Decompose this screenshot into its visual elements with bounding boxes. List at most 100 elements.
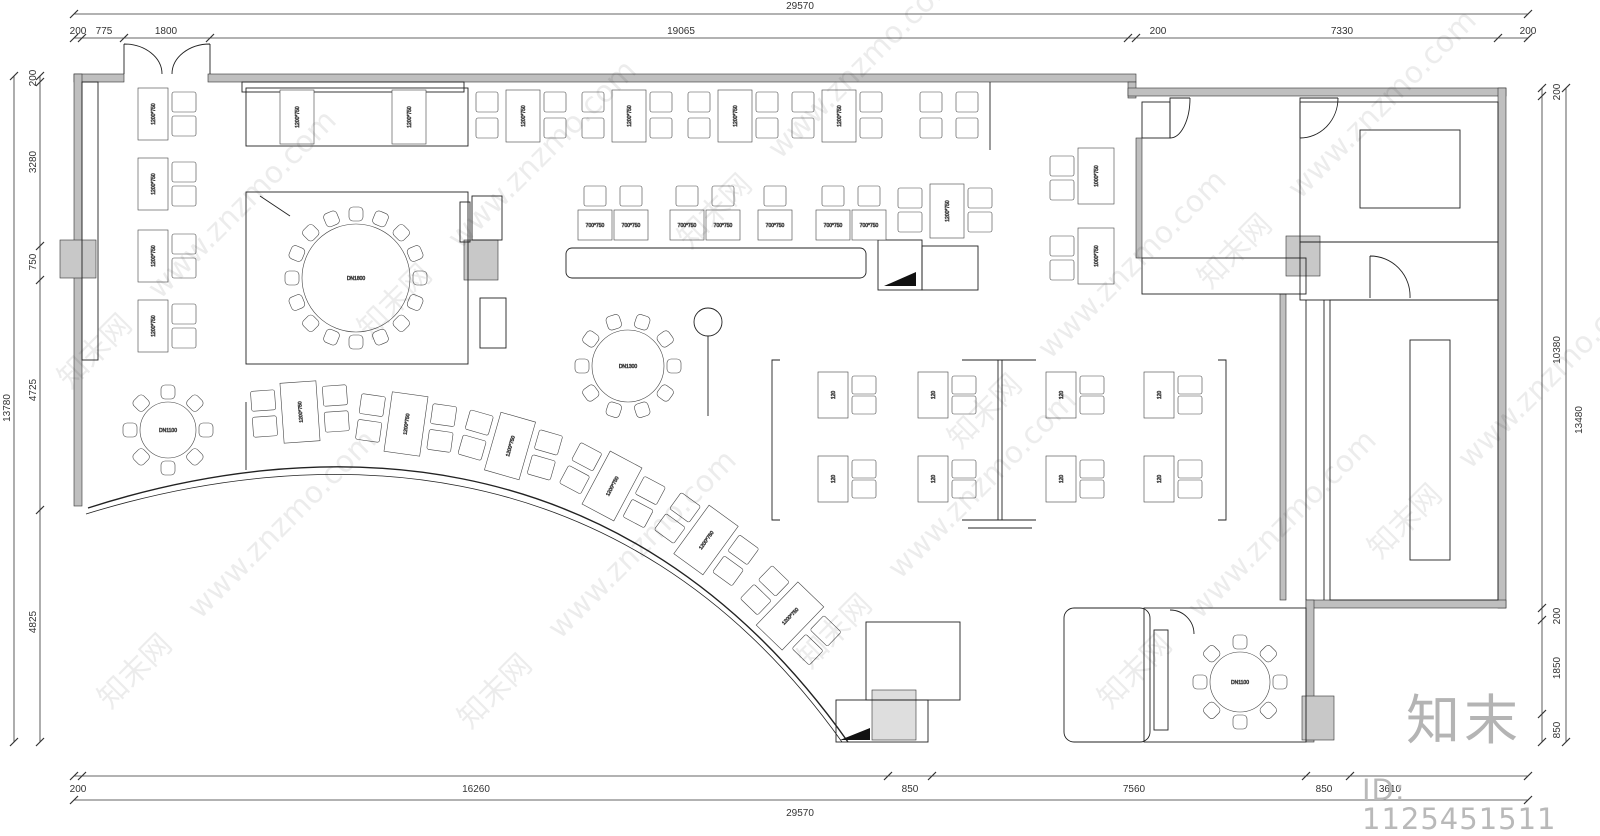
watermark-id: ID: 1125451511 bbox=[1362, 773, 1557, 836]
chair bbox=[711, 185, 735, 207]
table-size-label: 1200*750 bbox=[297, 401, 304, 423]
watermark-text: www.znzmo.com bbox=[1451, 273, 1600, 476]
chair bbox=[302, 224, 320, 242]
chair bbox=[543, 91, 567, 113]
chair bbox=[687, 117, 711, 139]
chair bbox=[1079, 395, 1105, 415]
dimension-tick bbox=[1537, 91, 1547, 101]
chair bbox=[810, 615, 841, 646]
dimension-tick bbox=[1537, 83, 1547, 93]
rect-table bbox=[577, 209, 613, 241]
round-table bbox=[1209, 651, 1271, 713]
curved-table-group: 1200*750 bbox=[559, 442, 666, 528]
dimension-right-seg: 1850 bbox=[1552, 656, 1563, 679]
dimension-ticks bbox=[9, 9, 1571, 805]
rect-table bbox=[391, 89, 427, 145]
chair bbox=[392, 314, 410, 332]
chair bbox=[250, 389, 276, 412]
chair bbox=[284, 270, 300, 286]
rect-table bbox=[755, 581, 825, 651]
chair bbox=[951, 459, 977, 479]
rect-table bbox=[137, 229, 169, 283]
chair bbox=[426, 429, 454, 453]
chair bbox=[763, 185, 787, 207]
chair bbox=[758, 565, 789, 596]
table-size-label: 1200*750 bbox=[521, 105, 527, 127]
chair bbox=[670, 492, 701, 523]
dimension-bottom-seg: 200 bbox=[70, 784, 87, 795]
chair bbox=[430, 403, 457, 427]
chair bbox=[649, 117, 673, 139]
table-size-label: DN1100 bbox=[159, 428, 177, 434]
chair bbox=[1192, 674, 1208, 690]
table-size-label: 120 bbox=[831, 391, 837, 400]
chair bbox=[198, 422, 214, 438]
round-table bbox=[301, 223, 411, 333]
rect-table bbox=[817, 371, 849, 419]
dimension-tick bbox=[1537, 615, 1547, 625]
chair bbox=[171, 327, 197, 349]
watermark-logo: 知末网 bbox=[1361, 477, 1449, 565]
watermark-brand: 知末 bbox=[1406, 689, 1522, 752]
chair bbox=[322, 384, 348, 407]
chair bbox=[543, 117, 567, 139]
curved-table-group: 1200*750 bbox=[740, 565, 841, 665]
rect-table bbox=[821, 89, 857, 143]
dimension-tick bbox=[927, 771, 937, 781]
watermark-logo: 知末网 bbox=[451, 647, 539, 735]
chair bbox=[1232, 634, 1248, 650]
dimension-top-seg: 1800 bbox=[155, 26, 178, 37]
rect-table bbox=[613, 209, 649, 241]
table-size-label: 1200*750 bbox=[627, 105, 633, 127]
chair bbox=[372, 328, 389, 346]
chair bbox=[851, 459, 877, 479]
chair bbox=[919, 117, 943, 139]
watermark-logo: 知末网 bbox=[91, 627, 179, 715]
dimension-tick bbox=[205, 33, 215, 43]
dimension-tick bbox=[1537, 709, 1547, 719]
chair bbox=[859, 117, 883, 139]
table-size-label: 1200*750 bbox=[151, 315, 157, 337]
doors bbox=[123, 43, 1411, 635]
chair bbox=[475, 91, 499, 113]
rect-table bbox=[611, 89, 647, 143]
table-size-label: 700*750 bbox=[678, 223, 697, 229]
dimension-tick bbox=[1493, 33, 1503, 43]
rect-table bbox=[705, 209, 741, 241]
curved-table-group: 1200*750 bbox=[355, 391, 457, 457]
table-size-label: 120 bbox=[931, 391, 937, 400]
chair bbox=[605, 401, 622, 418]
round-table bbox=[139, 401, 197, 459]
chair bbox=[857, 185, 881, 207]
chair bbox=[951, 479, 977, 499]
chair bbox=[132, 394, 150, 412]
chair bbox=[1177, 395, 1203, 415]
rect-table bbox=[1077, 147, 1115, 205]
dimension-top-seg: 200 bbox=[70, 26, 87, 37]
chair bbox=[897, 211, 923, 233]
dimension-tick bbox=[35, 275, 45, 285]
chair bbox=[581, 117, 605, 139]
chair bbox=[406, 245, 424, 262]
rect-table bbox=[1045, 455, 1077, 503]
dimension-top-seg: 775 bbox=[96, 26, 113, 37]
table-size-label: 1200*750 bbox=[151, 173, 157, 195]
curved-table-group: 1200*750 bbox=[457, 409, 563, 481]
chair bbox=[1203, 701, 1221, 719]
table-size-label: 1200*750 bbox=[295, 106, 301, 128]
dimension-top-total: 29570 bbox=[786, 1, 814, 12]
chair bbox=[559, 465, 590, 494]
chair bbox=[1079, 479, 1105, 499]
chair bbox=[605, 314, 622, 331]
dimension-tick bbox=[1523, 795, 1533, 805]
chair bbox=[171, 91, 197, 113]
dimension-tick bbox=[1345, 771, 1355, 781]
dimension-bottom-seg: 16260 bbox=[462, 784, 490, 795]
dimension-tick bbox=[69, 33, 79, 43]
chair bbox=[859, 91, 883, 113]
chair bbox=[323, 328, 340, 346]
chair bbox=[406, 294, 424, 311]
chair bbox=[358, 393, 386, 417]
chair bbox=[951, 375, 977, 395]
